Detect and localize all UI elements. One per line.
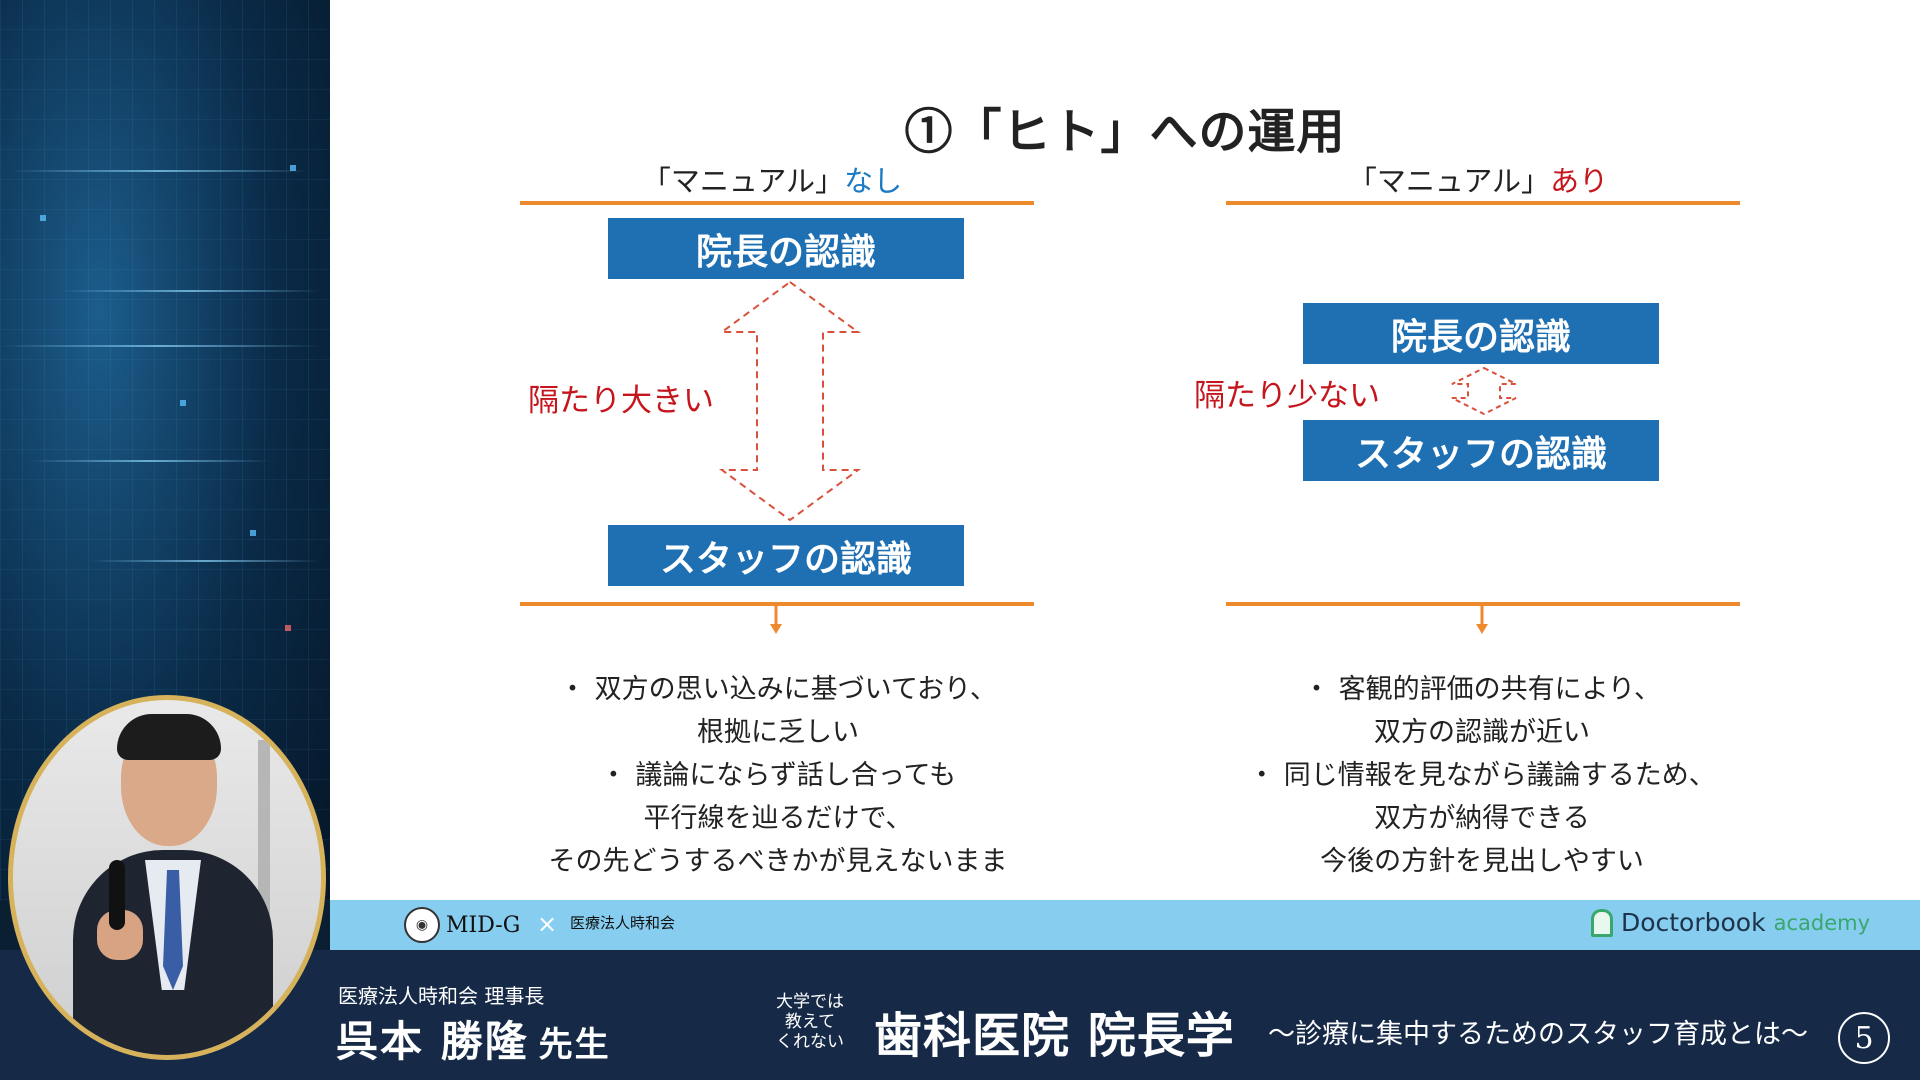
tagline-line: くれない xyxy=(776,1032,844,1052)
series-title: 歯科医院 院長学 xyxy=(874,996,1235,1066)
left-bullet-line: 平行線を辿るだけで、 xyxy=(498,797,1058,840)
left-header-highlight: なし xyxy=(844,164,902,198)
speaker-video xyxy=(8,695,326,1060)
episode-number-badge: 5 xyxy=(1838,1012,1890,1064)
right-header-highlight: あり xyxy=(1550,164,1608,198)
mid-g-logo-text: MID-G xyxy=(446,913,520,938)
right-bullet-line: 今後の方針を見出しやすい xyxy=(1202,840,1762,883)
double-arrow-icon xyxy=(715,280,865,523)
right-bullet-line: 双方の認識が近い xyxy=(1202,711,1762,754)
slide-title: ①「ヒト」への運用 xyxy=(330,92,1920,162)
right-staff-box: スタッフの認識 xyxy=(1303,420,1659,481)
speaker-name-text: 呉本 勝隆 xyxy=(336,1017,529,1066)
right-gap-label: 隔たり少ない xyxy=(1194,370,1380,415)
left-header-prefix: 「マニュアル」 xyxy=(642,164,844,198)
doctorbook-logo: Doctorbook academy xyxy=(1591,908,1870,937)
left-bullet-list: ・ 双方の思い込みに基づいており、 根拠に乏しい ・ 議論にならず話し合っても … xyxy=(498,668,1058,883)
left-bullet-line: ・ 議論にならず話し合っても xyxy=(498,754,1058,797)
doctorbook-logo-text: Doctorbook xyxy=(1621,908,1766,937)
left-director-box: 院長の認識 xyxy=(608,218,964,279)
right-bullet-line: ・ 同じ情報を見ながら議論するため、 xyxy=(1202,754,1762,797)
left-bullet-line: その先どうするべきかが見えないまま xyxy=(498,840,1058,883)
left-bullet-line: 根拠に乏しい xyxy=(498,711,1058,754)
speaker-name: 呉本 勝隆先生 xyxy=(336,1008,611,1069)
left-top-divider xyxy=(520,201,1034,205)
speaker-hair xyxy=(117,714,221,760)
tagline-line: 教えて xyxy=(776,1012,844,1032)
speaker-honorific: 先生 xyxy=(539,1025,611,1065)
mid-g-logo: ◉ MID-G xyxy=(404,907,520,943)
mid-g-logo-icon: ◉ xyxy=(404,907,440,943)
right-bullet-list: ・ 客観的評価の共有により、 双方の認識が近い ・ 同じ情報を見ながら議論するた… xyxy=(1202,668,1762,883)
sponsor-logo-bar: ◉ MID-G × 医療法人時和会 Doctorbook academy xyxy=(330,900,1920,950)
clinic-logo: 医療法人時和会 xyxy=(570,912,675,933)
right-bullet-line: 双方が納得できる xyxy=(1202,797,1762,840)
academy-logo-text: academy xyxy=(1774,911,1870,935)
series-subtitle: 〜診療に集中するためのスタッフ育成とは〜 xyxy=(1268,1012,1808,1051)
presentation-slide: ①「ヒト」への運用 「マニュアル」なし 院長の認識 隔たり大きい スタッフの認識… xyxy=(330,0,1920,900)
right-top-divider xyxy=(1226,201,1740,205)
tagline-line: 大学では xyxy=(776,992,844,1012)
right-column-header: 「マニュアル」あり xyxy=(1218,158,1738,200)
left-staff-box: スタッフの認識 xyxy=(608,525,964,586)
speaker-organization: 医療法人時和会 理事長 xyxy=(338,980,544,1009)
left-column-header: 「マニュアル」なし xyxy=(512,158,1032,200)
double-arrow-icon xyxy=(1448,366,1520,416)
left-bullet-line: ・ 双方の思い込みに基づいており、 xyxy=(498,668,1058,711)
right-bullet-line: ・ 客観的評価の共有により、 xyxy=(1202,668,1762,711)
collaboration-cross: × xyxy=(537,910,557,938)
right-director-box: 院長の認識 xyxy=(1303,303,1659,364)
down-arrow-icon xyxy=(768,606,784,636)
microphone-icon xyxy=(109,860,125,930)
left-gap-label: 隔たり大きい xyxy=(528,375,714,420)
down-arrow-icon xyxy=(1474,606,1490,636)
doctorbook-logo-icon xyxy=(1591,909,1613,937)
right-header-prefix: 「マニュアル」 xyxy=(1348,164,1550,198)
series-tagline: 大学では 教えて くれない xyxy=(776,992,844,1052)
